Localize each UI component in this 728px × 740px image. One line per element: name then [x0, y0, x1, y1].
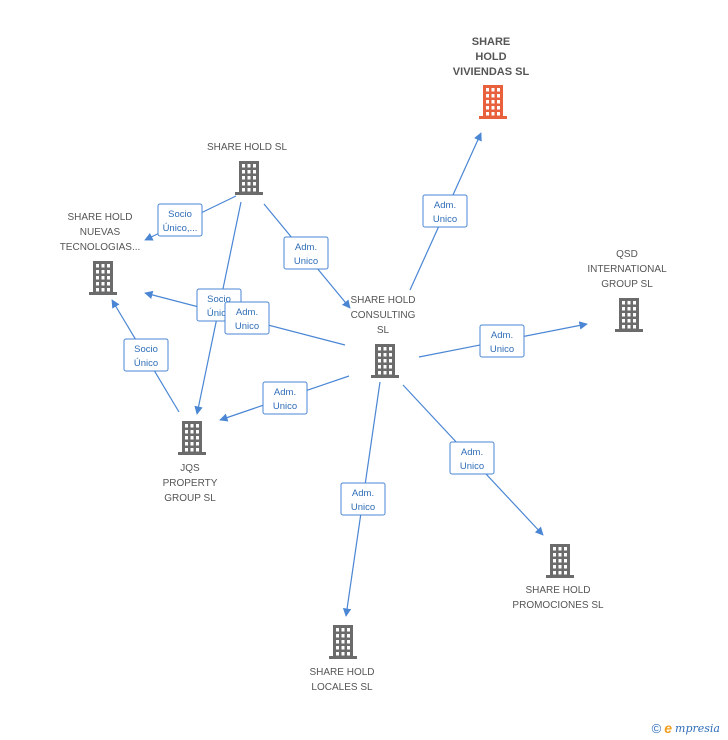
brand-logo-text: mpresia [675, 721, 720, 735]
node-sharehold[interactable]: SHARE HOLD SL [207, 142, 287, 195]
node-label: SL [377, 325, 390, 336]
node-label: QSD [616, 249, 638, 260]
edge-label-box [224, 301, 270, 335]
node-label: JQS [180, 463, 200, 474]
building-icon [89, 261, 117, 295]
edge-label-box [340, 482, 386, 516]
node-label: TECNOLOGIAS... [60, 242, 141, 253]
node-label: CONSULTING [351, 310, 416, 321]
edge-label-text: Adm. [461, 447, 483, 458]
edge-label-text: Socio [134, 344, 158, 355]
edge-label-text: Unico [433, 214, 457, 225]
building-icon [615, 298, 643, 332]
edge-label-text: Unico [294, 256, 318, 267]
edge-label-consulting-to-jqs[interactable]: Adm. Unico [262, 381, 308, 415]
edge-label-box [479, 324, 525, 358]
edge-label-text: Adm. [491, 330, 513, 341]
edge-label-text: Adm. [295, 242, 317, 253]
node-label: SHARE HOLD SL [207, 142, 287, 153]
node-label: SHARE HOLD [350, 295, 415, 306]
brand-logo-initial: e [664, 720, 673, 736]
node-promociones[interactable]: SHARE HOLD PROMOCIONES SL [512, 544, 604, 611]
edge-label-text: Adm. [352, 488, 374, 499]
building-icon [479, 85, 507, 119]
node-label: GROUP SL [164, 493, 216, 504]
node-label: SHARE HOLD [67, 212, 132, 223]
edge-label-box [157, 203, 203, 237]
edge-label-text: Adm. [434, 200, 456, 211]
building-icon [371, 344, 399, 378]
node-consulting[interactable]: SHARE HOLD CONSULTING SL [350, 295, 416, 378]
building-icon [546, 544, 574, 578]
edge-label-text: Adm. [274, 387, 296, 398]
building-icon [329, 625, 357, 659]
edge-label-text: Único [134, 358, 158, 369]
edge-label-consulting-to-nuevas[interactable]: Adm. Unico [224, 301, 270, 335]
node-label: SHARE HOLD [525, 585, 590, 596]
edge-label-box [449, 441, 495, 475]
node-locales[interactable]: SHARE HOLD LOCALES SL [309, 625, 375, 693]
footer-brand[interactable]: © e mpresia [652, 720, 720, 736]
node-label: SHARE [472, 36, 511, 48]
node-label: PROPERTY [163, 478, 218, 489]
edge-label-consulting-to-viviendas[interactable]: Adm. Unico [422, 194, 468, 228]
edge-label-text: Unico [235, 321, 259, 332]
edge-label-text: Unico [273, 401, 297, 412]
edge-label-box [123, 338, 169, 372]
edge-label-text: Unico [490, 344, 514, 355]
node-jqs[interactable]: JQS PROPERTY GROUP SL [163, 421, 218, 504]
node-label: VIVIENDAS SL [453, 66, 530, 78]
node-qsd[interactable]: QSD INTERNATIONAL GROUP SL [587, 249, 667, 332]
node-label: SHARE HOLD [309, 667, 374, 678]
edge-label-sharehold-to-nuevas[interactable]: SocioÚnico,... [157, 203, 203, 237]
edge-label-text: Socio [168, 209, 192, 220]
node-nuevas[interactable]: SHARE HOLD NUEVAS TECNOLOGIAS... [60, 212, 141, 295]
edge-label-box [262, 381, 308, 415]
node-label: HOLD [475, 51, 506, 63]
edge-label-sharehold-to-consulting[interactable]: Adm. Unico [283, 236, 329, 270]
node-label: PROMOCIONES SL [512, 600, 604, 611]
edge-label-consulting-to-promociones[interactable]: Adm. Unico [449, 441, 495, 475]
edge-label-text: Unico [460, 461, 484, 472]
copyright-symbol: © [651, 720, 662, 736]
node-label: NUEVAS [80, 227, 121, 238]
node-label: LOCALES SL [311, 682, 373, 693]
building-icon [178, 421, 206, 455]
edge-label-consulting-to-locales[interactable]: Adm. Unico [340, 482, 386, 516]
node-label: GROUP SL [601, 279, 653, 290]
node-viviendas[interactable]: SHARE HOLD VIVIENDAS SL [453, 36, 530, 119]
node-label: INTERNATIONAL [587, 264, 667, 275]
building-icon [235, 161, 263, 195]
edge-label-text: Socio [207, 294, 231, 305]
edge-label-consulting-to-qsd[interactable]: Adm. Unico [479, 324, 525, 358]
edge-label-text: Unico [351, 502, 375, 513]
edge-labels-layer: Adm.UnicoAdm.UnicoSocioÚnico,...SocioÚni… [123, 194, 525, 516]
edge-label-text: Único [207, 308, 231, 319]
edge-label-box [422, 194, 468, 228]
edge-label-box [283, 236, 329, 270]
edge-label-text: Único,... [163, 223, 198, 234]
edge-label-text: Adm. [236, 307, 258, 318]
